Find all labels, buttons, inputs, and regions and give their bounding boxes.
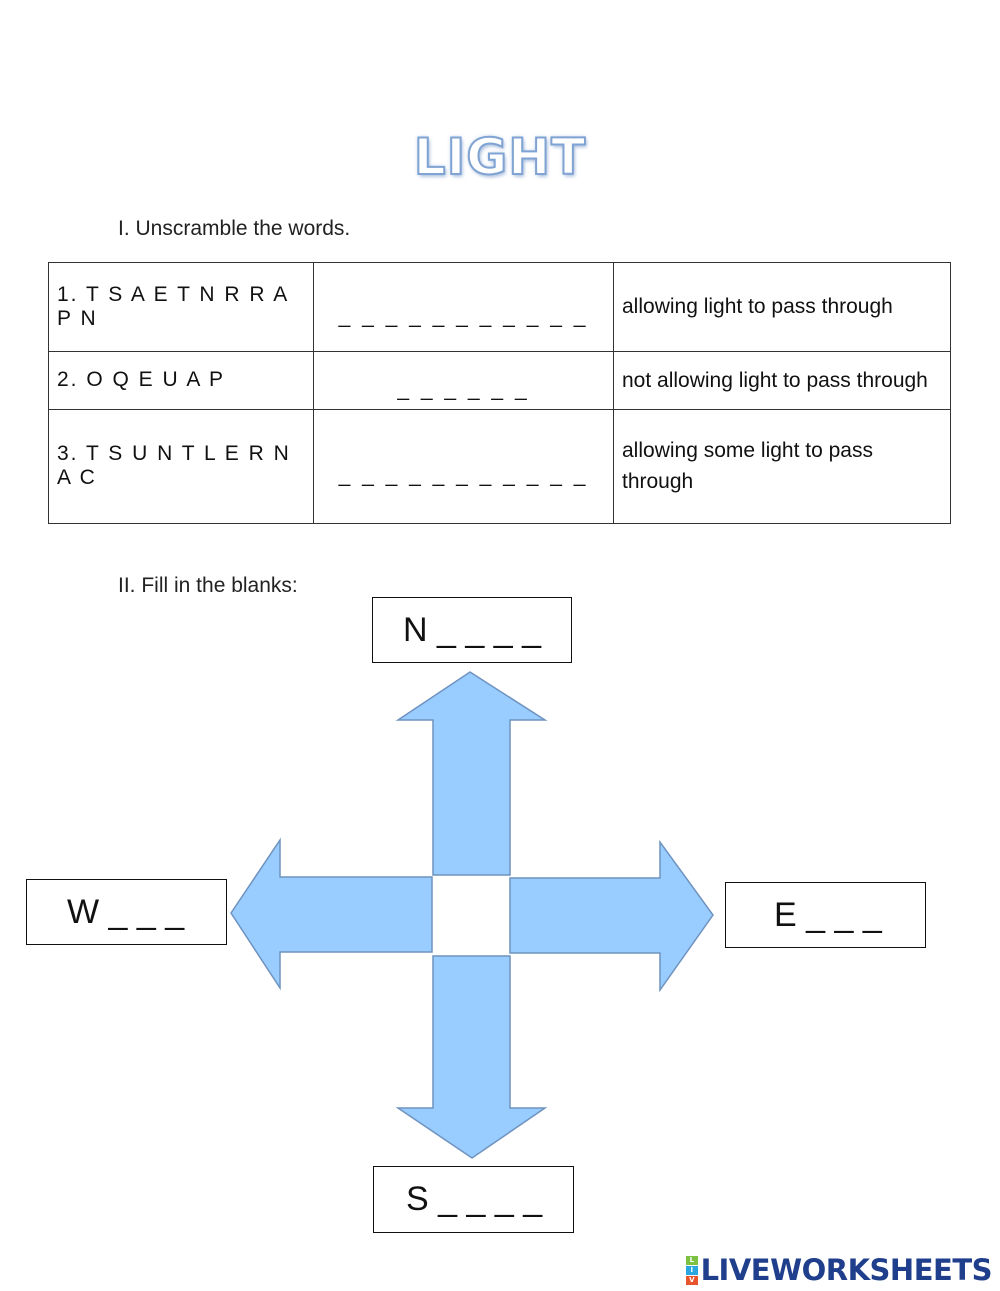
scrambled-word: 2. O Q E U A P: [48, 350, 314, 410]
south-answer-box[interactable]: S _ _ _ _: [373, 1166, 574, 1233]
word-definition: allowing light to pass through: [613, 262, 951, 352]
table-row: 2. O Q E U A P _ _ _ _ _ _ not allowing …: [48, 350, 951, 410]
north-answer-box[interactable]: N _ _ _ _: [372, 597, 572, 663]
north-label: N _ _ _ _: [403, 610, 541, 649]
arrow-right: [509, 839, 714, 993]
answer-blank-text: _ _ _ _ _ _ _ _ _ _ _: [338, 304, 589, 328]
logo-text: LIVEWORKSHEETS: [700, 1253, 993, 1287]
unscramble-table: 1. T S A E T N R R A P N _ _ _ _ _ _ _ _…: [48, 262, 951, 525]
west-answer-box[interactable]: W _ _ _: [26, 879, 227, 945]
logo-icon: L I V: [685, 1255, 698, 1285]
arrow-down: [395, 955, 548, 1159]
answer-blank-text: _ _ _ _ _ _: [397, 378, 530, 402]
answer-blank-text: _ _ _ _ _ _ _ _ _ _ _: [338, 464, 589, 488]
section-2-heading: II. Fill in the blanks:: [118, 574, 298, 597]
worksheet-title: LIGHT: [413, 127, 587, 187]
arrow-left: [230, 837, 433, 991]
west-label: W _ _ _: [67, 892, 185, 931]
answer-blank[interactable]: _ _ _ _ _ _: [313, 350, 614, 410]
answer-blank[interactable]: _ _ _ _ _ _ _ _ _ _ _: [313, 262, 614, 352]
scrambled-word: 3. T S U N T L E R N A C: [48, 408, 314, 525]
table-row: 3. T S U N T L E R N A C _ _ _ _ _ _ _ _…: [48, 408, 951, 525]
table-row: 1. T S A E T N R R A P N _ _ _ _ _ _ _ _…: [48, 262, 951, 352]
east-answer-box[interactable]: E _ _ _: [725, 882, 926, 948]
arrow-up: [395, 671, 548, 876]
word-definition: not allowing light to pass through: [613, 350, 951, 410]
south-label: S _ _ _ _: [406, 1180, 543, 1218]
word-definition: allowing some light to pass through: [613, 408, 951, 525]
section-1-heading: I. Unscramble the words.: [118, 217, 351, 240]
liveworksheets-logo: L I V LIVEWORKSHEETS: [685, 1253, 993, 1287]
east-label: E _ _ _: [774, 895, 882, 934]
